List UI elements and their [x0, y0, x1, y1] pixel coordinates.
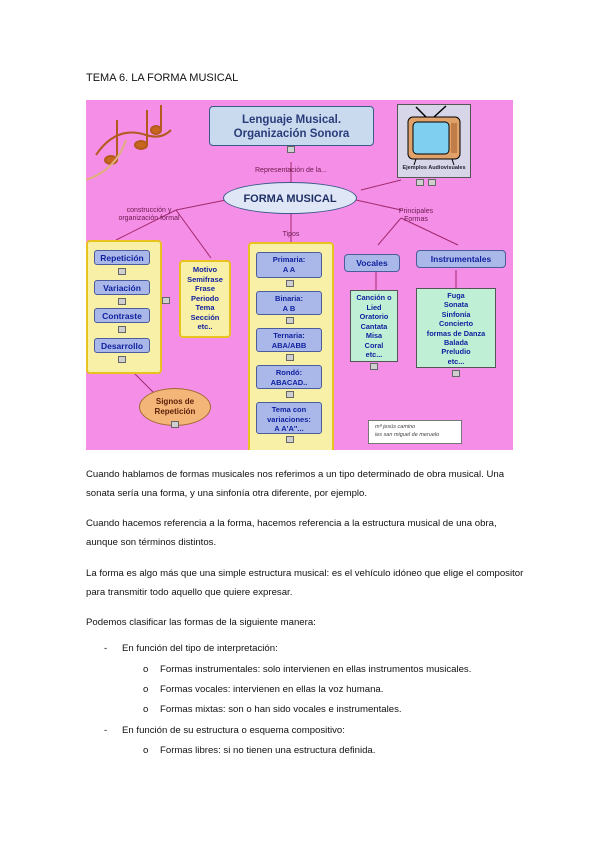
- label-tipos: Tipos: [282, 231, 300, 238]
- label-representacion: Representación de la...: [255, 167, 327, 174]
- link-icon[interactable]: [286, 354, 294, 361]
- paragraph-4: Podemos clasificar las formas de la sigu…: [86, 617, 316, 628]
- tv-label: Ejemplos Audiovisuales: [402, 165, 466, 171]
- author-box: mª jesús camino ies san miguel de meruel…: [368, 420, 462, 444]
- page-title: TEMA 6. LA FORMA MUSICAL: [86, 72, 239, 84]
- circle-bullet: o: [143, 704, 149, 715]
- forma-musical-label: FORMA MUSICAL: [243, 193, 337, 205]
- label-principales: Principales Formas: [398, 208, 434, 223]
- link-icon[interactable]: [162, 297, 170, 304]
- link-icon[interactable]: [452, 370, 460, 377]
- vocales-list: Canción o Lied Oratorio Cantata Misa Cor…: [350, 290, 398, 362]
- television-icon: [407, 105, 461, 166]
- link-icon[interactable]: [286, 436, 294, 443]
- concept-map: Lenguaje Musical. Organización Sonora Ej…: [86, 100, 513, 450]
- list-item: En función de su estructura o esquema co…: [122, 725, 345, 736]
- link-icon[interactable]: [118, 268, 126, 275]
- vocales-node: Vocales: [344, 254, 400, 272]
- link-icon[interactable]: [286, 280, 294, 287]
- left-item-2: Variación: [94, 280, 150, 295]
- link-icon[interactable]: [118, 326, 126, 333]
- tipo-item-5: Tema con variaciones:A A'A''...: [256, 402, 322, 434]
- motivo-box: Motivo Semifrase Frase Periodo Tema Secc…: [179, 260, 231, 338]
- link-icon[interactable]: [286, 391, 294, 398]
- header-line-1: Lenguaje Musical.: [241, 114, 342, 126]
- circle-bullet: o: [143, 664, 149, 675]
- signos-node: Signos de Repetición: [139, 388, 211, 426]
- paragraph-3: La forma es algo más que una simple estr…: [86, 568, 524, 598]
- link-icon[interactable]: [370, 363, 378, 370]
- forma-musical-node: FORMA MUSICAL: [223, 182, 357, 214]
- tipo-item-4: Rondó:ABACAD..: [256, 365, 322, 389]
- left-item-4: Desarrollo: [94, 338, 150, 353]
- circle-bullet: o: [143, 684, 149, 695]
- map-connectors: [86, 105, 459, 402]
- link-icon[interactable]: [118, 298, 126, 305]
- paragraph-1: Cuando hablamos de formas musicales nos …: [86, 469, 505, 499]
- sub-list-item: Formas libres: si no tienen una estructu…: [160, 745, 376, 756]
- label-construccion: construcción y organización formal: [118, 207, 180, 222]
- tipo-item-2: Binaria:A B: [256, 291, 322, 315]
- sub-list-item: Formas vocales: intervienen en ellas la …: [160, 684, 384, 695]
- music-notes-icon: [86, 105, 172, 181]
- left-item-1: Repetición: [94, 250, 150, 265]
- link-icon[interactable]: [171, 421, 179, 428]
- dash-bullet: -: [104, 643, 108, 654]
- link-icon[interactable]: [416, 179, 424, 186]
- link-icon[interactable]: [428, 179, 436, 186]
- tv-box: Ejemplos Audiovisuales: [397, 104, 471, 178]
- link-icon[interactable]: [286, 317, 294, 324]
- dash-bullet: -: [104, 725, 108, 736]
- tipo-item-3: Ternaria:ABA/ABB: [256, 328, 322, 352]
- header-box: Lenguaje Musical. Organización Sonora: [209, 106, 374, 146]
- author-line-2: ies san miguel de meruelo: [375, 432, 440, 438]
- header-line-2: Organización Sonora: [233, 128, 350, 140]
- paragraph-2: Cuando hacemos referencia a la forma, ha…: [86, 518, 497, 548]
- author-line-1: mª jesús camino: [375, 424, 416, 430]
- sub-list-item: Formas mixtas: son o han sido vocales e …: [160, 704, 402, 715]
- link-icon[interactable]: [287, 146, 295, 153]
- instrumentales-list: Fuga Sonata Sinfonía Concierto formas de…: [416, 288, 496, 368]
- tipo-item-1: Primaria:A A: [256, 252, 322, 278]
- circle-bullet: o: [143, 745, 149, 756]
- left-item-3: Contraste: [94, 308, 150, 323]
- sub-list-item: Formas instrumentales: solo intervienen …: [160, 664, 472, 675]
- link-icon[interactable]: [118, 356, 126, 363]
- instrumentales-node: Instrumentales: [416, 250, 506, 268]
- list-item: En función del tipo de interpretación:: [122, 643, 278, 654]
